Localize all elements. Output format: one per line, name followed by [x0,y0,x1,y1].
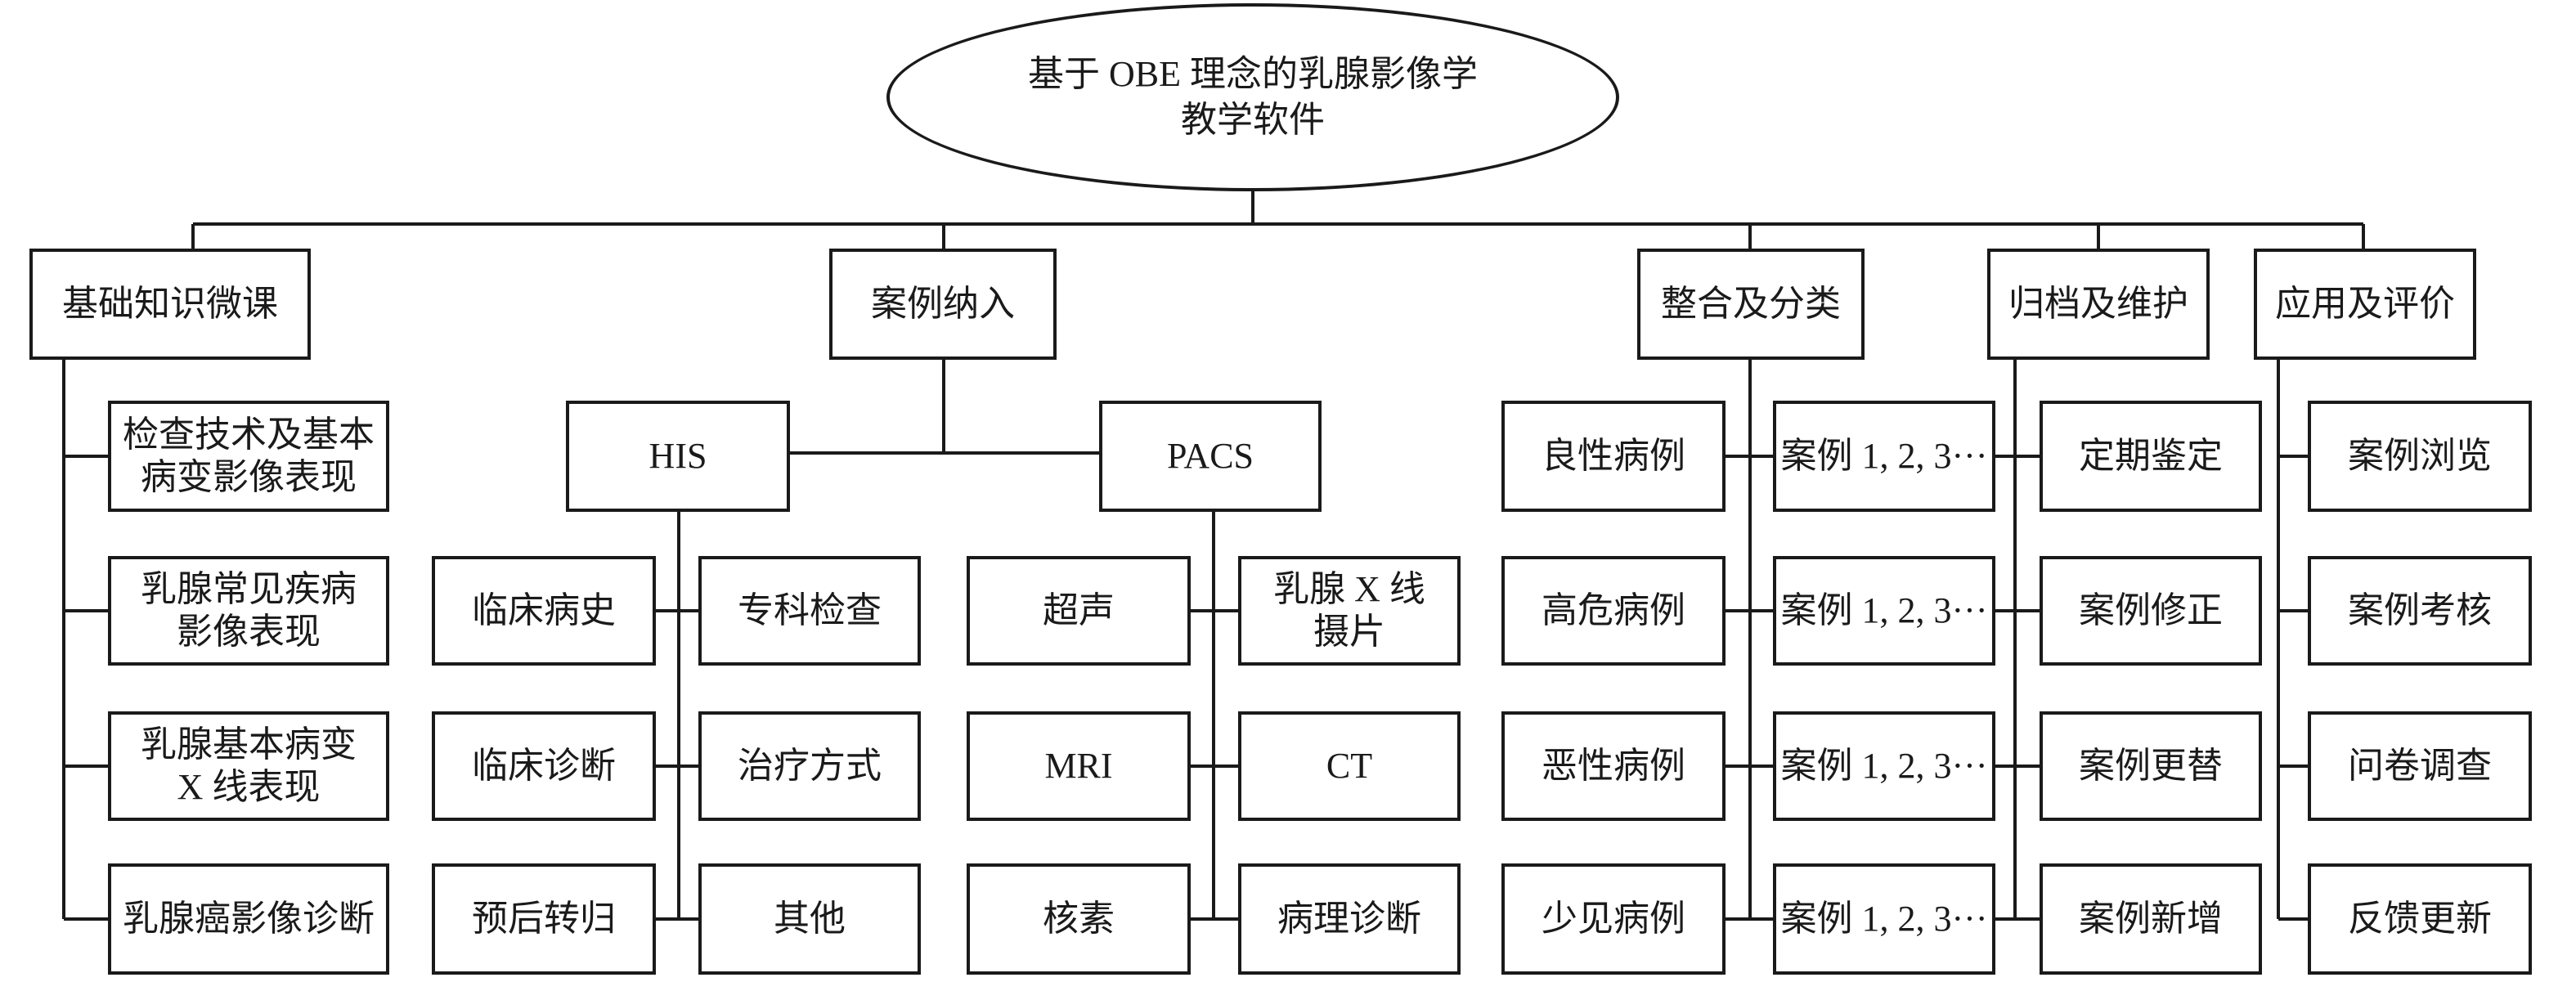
node-his-item: 专科检查 [698,556,921,666]
node-case-list: 案例 1, 2, 3··· [1773,711,1995,821]
node-pacs: PACS [1099,401,1322,512]
node-pacs-item: MRI [967,711,1191,821]
node-his-item: 其他 [698,863,921,975]
node-apply-item: 问卷调查 [2308,711,2532,821]
node-archive: 归档及维护 [1987,249,2210,360]
node-archive-item: 案例修正 [2040,556,2262,666]
node-his: HIS [566,401,790,512]
node-category: 高危病例 [1501,556,1726,666]
node-basics: 基础知识微课 [29,249,311,360]
node-apply: 应用及评价 [2254,249,2476,360]
node-pacs-item: 超声 [967,556,1191,666]
node-category: 少见病例 [1501,863,1726,975]
node-case-list: 案例 1, 2, 3··· [1773,401,1995,512]
node-archive-item: 案例新增 [2040,863,2262,975]
node-apply-item: 案例浏览 [2308,401,2532,512]
node-his-item: 预后转归 [432,863,656,975]
node-apply-item: 反馈更新 [2308,863,2532,975]
node-case-list: 案例 1, 2, 3··· [1773,863,1995,975]
node-his-item: 临床病史 [432,556,656,666]
node-category: 良性病例 [1501,401,1726,512]
node-pacs-item: 核素 [967,863,1191,975]
node-pacs-item: CT [1238,711,1461,821]
root-node: 基于 OBE 理念的乳腺影像学 教学软件 [886,3,1619,191]
node-basics-child: 乳腺癌影像诊断 [108,863,389,975]
node-archive-item: 定期鉴定 [2040,401,2262,512]
node-category: 恶性病例 [1501,711,1726,821]
node-pacs-item: 乳腺 X 线 摄片 [1238,556,1461,666]
node-integrate: 整合及分类 [1637,249,1865,360]
node-cases: 案例纳入 [829,249,1057,360]
node-basics-child: 乳腺基本病变 X 线表现 [108,711,389,821]
node-his-item: 临床诊断 [432,711,656,821]
node-archive-item: 案例更替 [2040,711,2262,821]
node-his-item: 治疗方式 [698,711,921,821]
node-pacs-item: 病理诊断 [1238,863,1461,975]
node-apply-item: 案例考核 [2308,556,2532,666]
node-basics-child: 检查技术及基本 病变影像表现 [108,401,389,512]
node-basics-child: 乳腺常见疾病 影像表现 [108,556,389,666]
node-case-list: 案例 1, 2, 3··· [1773,556,1995,666]
